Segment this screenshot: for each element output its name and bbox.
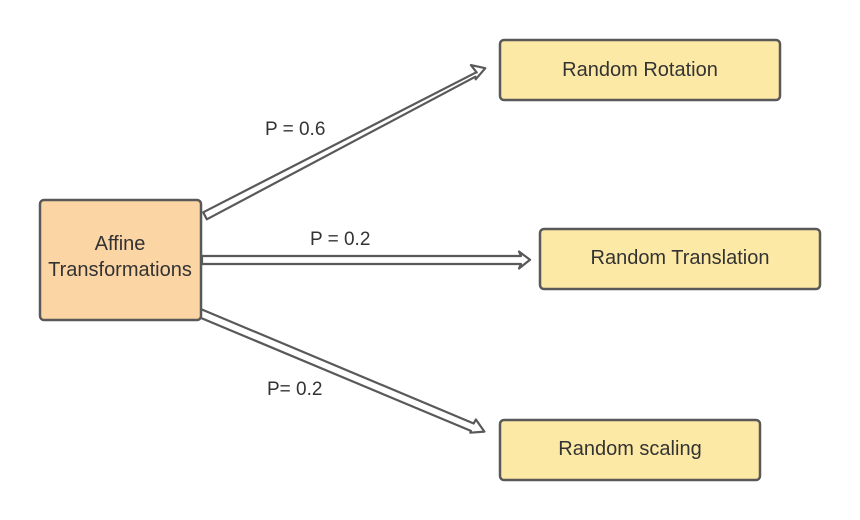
target-node-translation-label: Random Translation bbox=[591, 247, 770, 269]
target-node-rotation-label: Random Rotation bbox=[562, 59, 718, 81]
edge-to-rotation bbox=[202, 63, 487, 221]
edges bbox=[195, 63, 532, 434]
target-node-scaling-label: Random scaling bbox=[558, 438, 701, 460]
target-node-rotation-box bbox=[498, 38, 782, 102]
target-node-scaling-box bbox=[498, 418, 762, 482]
source-node: Affine Transformations bbox=[38, 198, 203, 322]
target-node-translation: Random Translation bbox=[538, 227, 822, 291]
source-node-label-line1: Affine bbox=[95, 233, 146, 255]
edge-to-rotation-arrow bbox=[202, 63, 487, 221]
edge-label-scaling: P= 0.2 bbox=[267, 379, 322, 400]
edge-to-translation-arrow bbox=[200, 250, 532, 270]
edge-label-translation: P = 0.2 bbox=[310, 229, 370, 250]
edge-to-translation bbox=[200, 250, 532, 270]
target-node-rotation: Random Rotation bbox=[498, 38, 782, 102]
source-node-label-line2: Transformations bbox=[48, 259, 192, 281]
source-node-box bbox=[38, 198, 203, 322]
target-node-translation-box bbox=[538, 227, 822, 291]
edge-to-scaling-arrow bbox=[195, 307, 486, 434]
edge-label-rotation: P = 0.6 bbox=[265, 119, 325, 140]
edge-to-scaling bbox=[195, 307, 486, 434]
target-node-scaling: Random scaling bbox=[498, 418, 762, 482]
